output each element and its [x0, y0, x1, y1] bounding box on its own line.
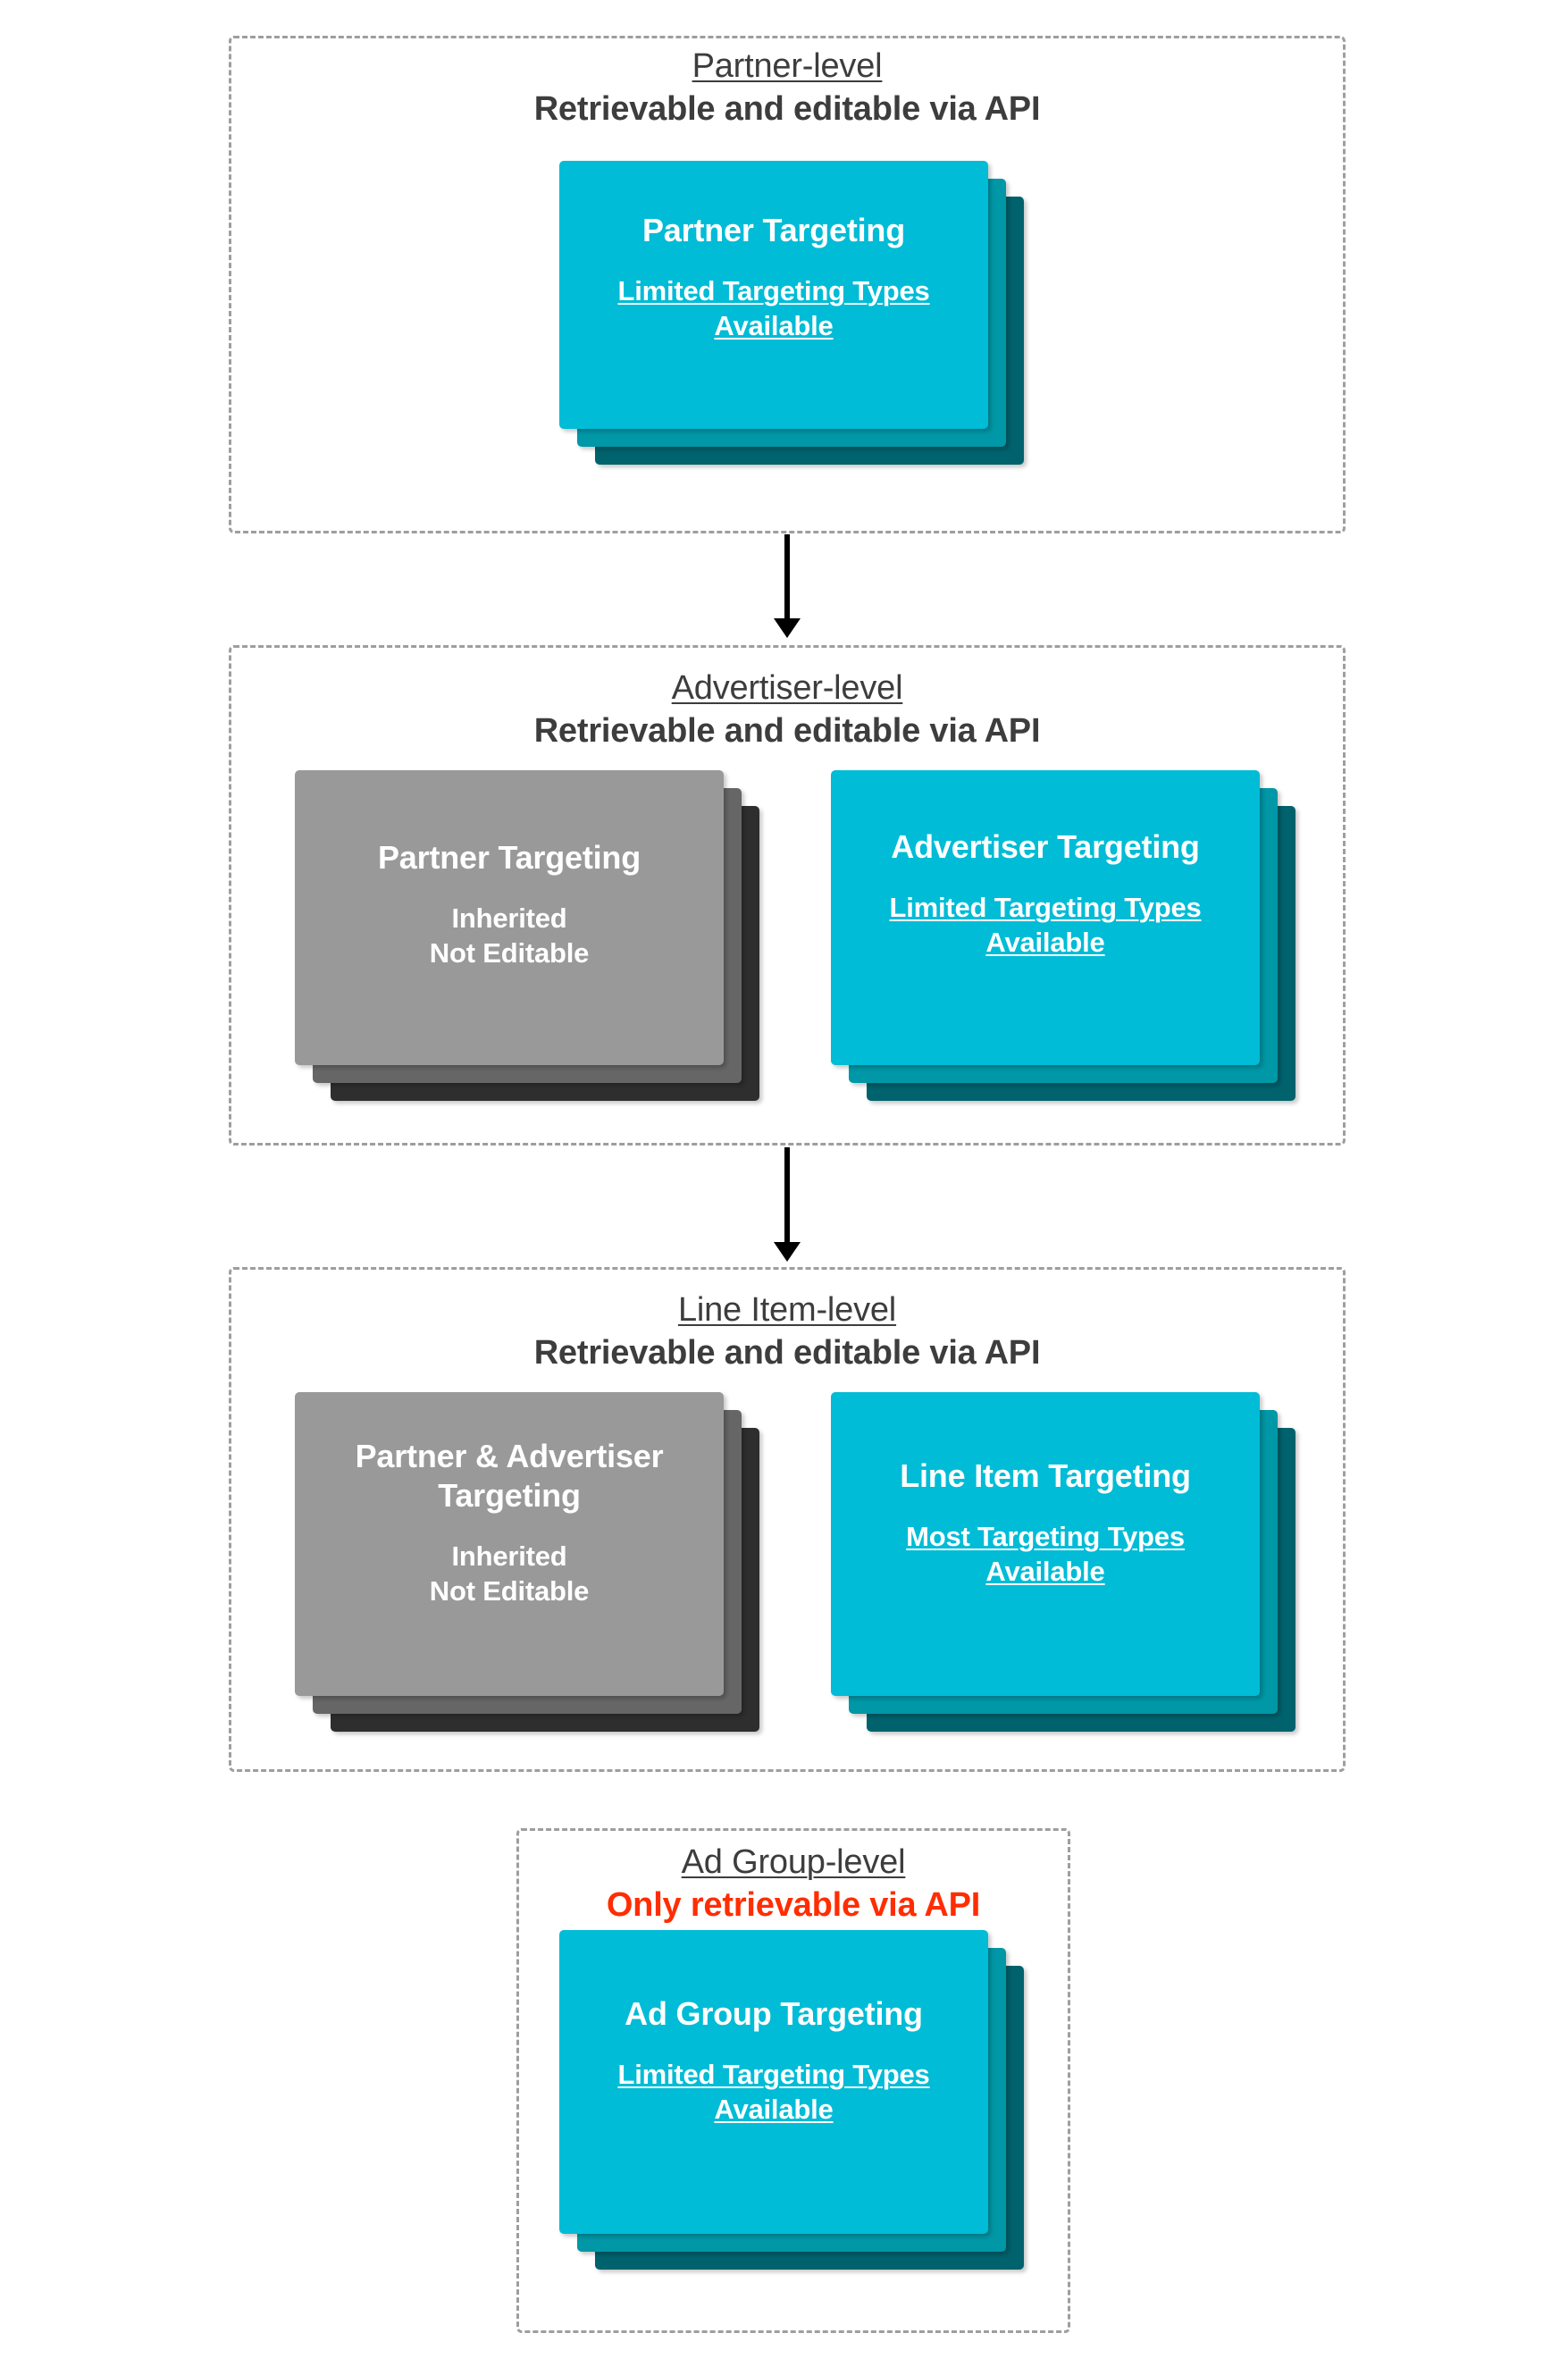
- card-stack-advertiser-targeting[interactable]: Advertiser Targeting Limited Targeting T…: [831, 770, 1331, 1119]
- connector-advertiser-to-line-item-arrowhead: [774, 1242, 801, 1262]
- card-note: Limited Targeting Types Available: [889, 891, 1202, 958]
- level-box-ad-group: [516, 1828, 1070, 2333]
- card-content: Ad Group Targeting Limited Targeting Typ…: [559, 1994, 988, 2127]
- card-title: Advertiser Targeting: [891, 828, 1200, 865]
- card-stack-partner-targeting[interactable]: Partner Targeting Limited Targeting Type…: [559, 161, 1060, 483]
- card-sheet-front[interactable]: Partner & Advertiser Targeting Inherited…: [295, 1392, 724, 1696]
- card-content: Partner Targeting Inherited Not Editable: [295, 838, 724, 970]
- connector-partner-to-advertiser-arrowhead: [774, 618, 801, 638]
- card-title: Partner & Advertiser Targeting: [355, 1438, 664, 1514]
- card-sheet-front[interactable]: Partner Targeting Inherited Not Editable: [295, 770, 724, 1065]
- card-title: Partner Targeting: [642, 212, 905, 248]
- level-box-advertiser: [229, 645, 1346, 1146]
- card-note: Inherited Not Editable: [429, 902, 590, 969]
- card-content: Advertiser Targeting Limited Targeting T…: [831, 827, 1260, 960]
- card-sheet-front[interactable]: Advertiser Targeting Limited Targeting T…: [831, 770, 1260, 1065]
- connector-partner-to-advertiser-line: [784, 534, 790, 622]
- card-note: Inherited Not Editable: [429, 1540, 590, 1607]
- card-stack-line-item-targeting[interactable]: Line Item Targeting Most Targeting Types…: [831, 1392, 1331, 1750]
- card-title: Ad Group Targeting: [625, 1995, 923, 2032]
- card-stack-inherited-partner-targeting[interactable]: Partner Targeting Inherited Not Editable: [295, 770, 795, 1119]
- card-note: Limited Targeting Types Available: [617, 274, 930, 341]
- card-sheet-front[interactable]: Ad Group Targeting Limited Targeting Typ…: [559, 1930, 988, 2234]
- card-content: Partner & Advertiser Targeting Inherited…: [295, 1437, 724, 1608]
- card-sheet-front[interactable]: Line Item Targeting Most Targeting Types…: [831, 1392, 1260, 1696]
- card-sheet-front[interactable]: Partner Targeting Limited Targeting Type…: [559, 161, 988, 429]
- card-content: Line Item Targeting Most Targeting Types…: [831, 1456, 1260, 1589]
- level-box-partner: [229, 36, 1346, 533]
- card-title: Partner Targeting: [378, 839, 641, 876]
- connector-advertiser-to-line-item-line: [784, 1147, 790, 1246]
- level-box-line-item: [229, 1267, 1346, 1772]
- card-stack-inherited-partner-advertiser-targeting[interactable]: Partner & Advertiser Targeting Inherited…: [295, 1392, 795, 1750]
- card-title: Line Item Targeting: [900, 1457, 1191, 1494]
- card-note: Limited Targeting Types Available: [617, 2058, 930, 2125]
- card-content: Partner Targeting Limited Targeting Type…: [559, 211, 988, 343]
- card-note: Most Targeting Types Available: [906, 1520, 1185, 1587]
- card-stack-ad-group-targeting[interactable]: Ad Group Targeting Limited Targeting Typ…: [559, 1930, 1060, 2287]
